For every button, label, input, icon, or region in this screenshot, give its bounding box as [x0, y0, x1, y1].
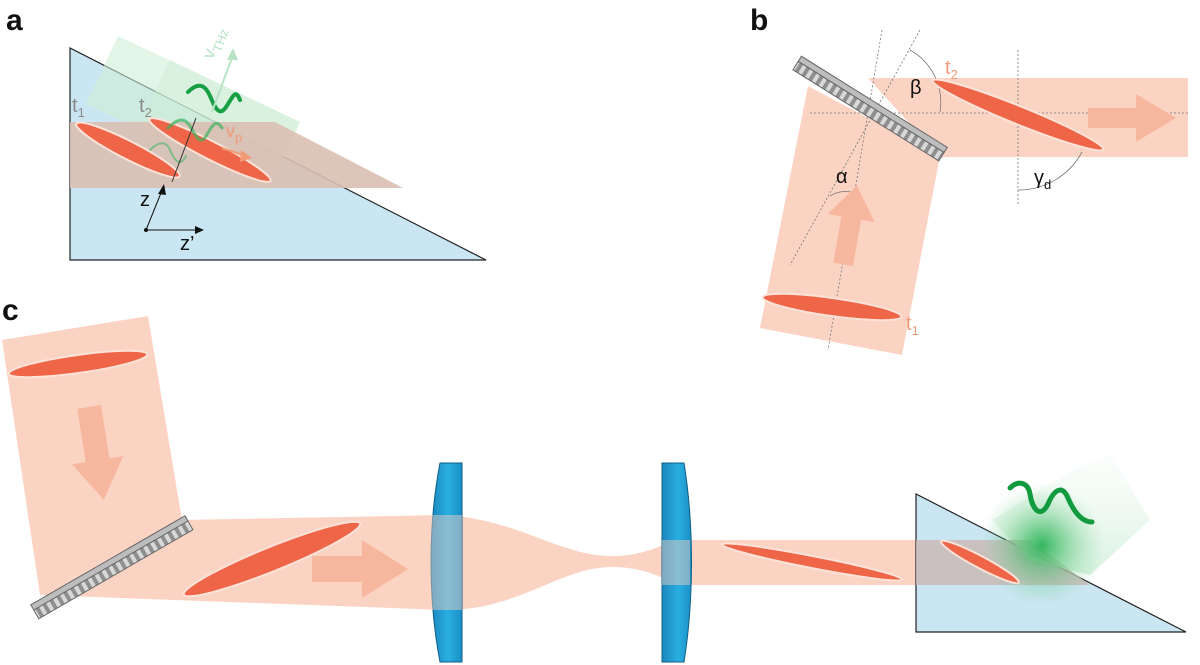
- panel-b-letter: b: [750, 4, 768, 37]
- thz-wave-c: [1007, 480, 1095, 525]
- beam-c-waist: [445, 515, 680, 610]
- label-beta: β: [910, 77, 922, 99]
- label-gamma: γd: [1034, 167, 1051, 192]
- label-vp: vp: [226, 121, 242, 145]
- pulse-c-4: [940, 539, 1020, 585]
- alpha-arc: [829, 191, 852, 197]
- pulse-c-3: [720, 542, 904, 582]
- thz-wave-a3: [149, 142, 187, 163]
- pulse-t2-b: [931, 78, 1105, 152]
- vthz-arrow: [211, 48, 238, 113]
- label-t2-a: t2: [139, 95, 152, 120]
- panel-a: a t1: [6, 4, 487, 261]
- beam-over-lens-1: [430, 515, 462, 610]
- vp-arrow: [221, 147, 252, 162]
- label-z: z: [140, 189, 150, 211]
- lens-2: [661, 462, 692, 663]
- panel-c-letter: c: [2, 294, 19, 327]
- label-t2-b: t2: [945, 57, 958, 82]
- label-t1-a: t1: [72, 95, 85, 120]
- label-vthz: vTHz: [198, 24, 232, 63]
- panel-c: c: [2, 294, 1187, 663]
- pulse-c-2: [182, 520, 362, 598]
- panel-b: b: [750, 4, 1188, 355]
- arrow-down-c: [71, 404, 124, 500]
- arrow-right-c: [312, 540, 408, 598]
- pulse-c-1: [7, 349, 149, 379]
- grating-c: [30, 515, 194, 620]
- lens-1: [430, 462, 463, 663]
- thz-glow: [980, 483, 1104, 607]
- arrow-right-b: [1088, 94, 1176, 142]
- label-alpha: α: [836, 166, 848, 188]
- pulse-t1-a: [75, 121, 181, 179]
- arrow-up-b: [827, 185, 875, 267]
- thz-wave-a1: [166, 118, 224, 142]
- pulse-front-line: [171, 117, 197, 183]
- grating-b: [792, 55, 948, 162]
- label-zprime: z’: [180, 233, 194, 255]
- thz-wave-a2: [186, 83, 242, 114]
- pulse-t2-a: [148, 117, 272, 183]
- panel-a-letter: a: [6, 4, 23, 37]
- label-t1-b: t1: [906, 313, 919, 338]
- gamma-arc: [1017, 151, 1083, 191]
- beam-over-lens-2: [662, 540, 690, 585]
- beta-arc: [909, 49, 942, 113]
- pulse-t1-b: [761, 292, 903, 322]
- coordinate-axes: [144, 184, 204, 234]
